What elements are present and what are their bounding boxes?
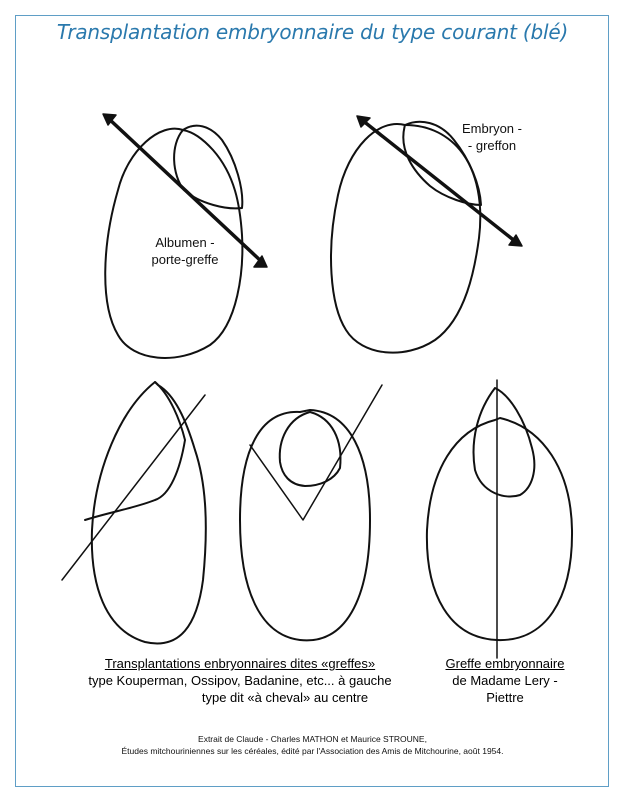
grain-top-left-embryo [174, 126, 242, 209]
grain-bottom-right-outline [427, 418, 572, 640]
grain-bottom-right [427, 380, 572, 658]
grain-bottom-left [62, 382, 206, 643]
grain-bottom-center-outline [240, 410, 370, 640]
credit: Extrait de Claude - Charles MATHON et Ma… [0, 733, 625, 757]
caption-right-line2: de Madame Lery - [420, 672, 590, 689]
grain-top-right-outline [331, 124, 480, 353]
grain-bottom-center-cut-v [250, 385, 382, 520]
caption-right-line1: Greffe embryonnaire [420, 655, 590, 672]
grain-bottom-center [240, 385, 382, 640]
caption-left-line3: type dit «à cheval» au centre [55, 689, 425, 706]
label-albumen: Albumen - porte-greffe [135, 234, 235, 268]
grain-bottom-center-embryo [280, 412, 341, 486]
label-embryon: Embryon - - greffon [452, 120, 532, 154]
caption-right: Greffe embryonnaire de Madame Lery - Pie… [420, 655, 590, 706]
grain-bottom-right-embryo [474, 388, 535, 497]
caption-left: Transplantations enbryonnaires dites «gr… [55, 655, 425, 706]
caption-left-line2: type Kouperman, Ossipov, Badanine, etc..… [55, 672, 425, 689]
credit-line1: Extrait de Claude - Charles MATHON et Ma… [0, 733, 625, 745]
grain-bottom-left-cut-line [62, 395, 205, 580]
caption-left-line1: Transplantations enbryonnaires dites «gr… [55, 655, 425, 672]
credit-line2: Études mitchouriniennes sur les céréales… [0, 745, 625, 757]
caption-right-line3: Piettre [420, 689, 590, 706]
